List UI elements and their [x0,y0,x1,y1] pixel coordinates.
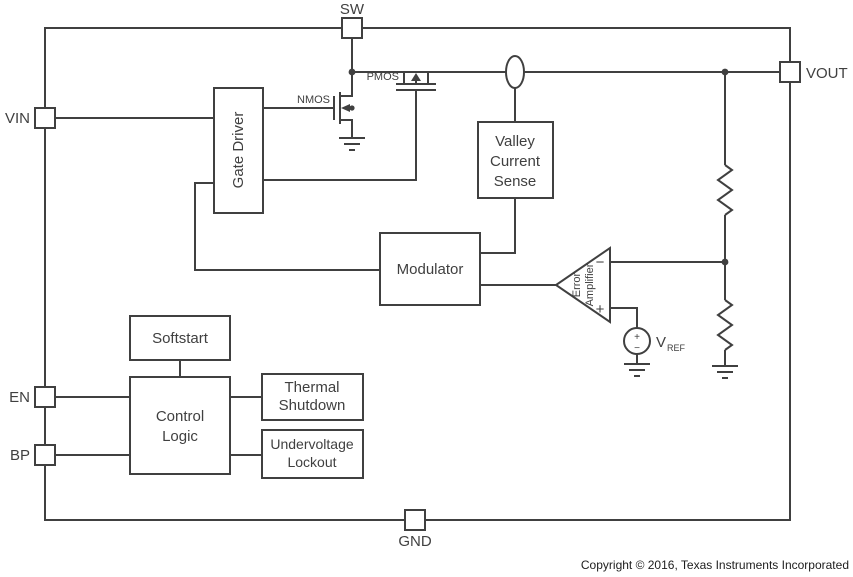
vref-label: V [656,334,666,351]
error-amplifier-triangle [554,246,611,324]
pin-gnd-label: GND [398,533,432,550]
wire-valley-sense-to-modulator [480,198,516,254]
thermal-shutdown-label-line2: Shutdown [279,397,346,414]
junction-dots [348,68,729,266]
vref-minus-sign: − [634,343,640,354]
valley-current-sense-label-line2: Current [490,153,541,170]
modulator-label: Modulator [397,261,464,278]
resistor-r1 [716,164,734,216]
pmos-label: PMOS [367,71,399,83]
pmos-arrow-icon [411,73,421,81]
junction-sw-node [348,68,356,76]
valley-current-sense-label-line3: Sense [494,173,537,190]
nmos-arrow-icon [341,104,350,112]
pin-bp-label: BP [10,447,30,464]
nmos-symbol [333,72,355,138]
pin-en [34,386,56,408]
control-logic-label-line2: Logic [162,428,198,445]
wires [55,38,780,456]
error-amplifier-label-line1: Error [571,272,583,297]
block-undervoltage-lockout [261,429,364,479]
block-valley-current-sense [477,121,554,199]
pin-sw-label: SW [340,1,365,18]
undervoltage-lockout-label-line1: Undervoltage [270,436,353,452]
pin-sw [341,17,363,39]
ground-vref [624,363,650,377]
ground-symbols [339,137,738,379]
wire-modulator-to-gate-driver [194,182,380,271]
pin-vin [34,107,56,129]
gate-driver-label: Gate Driver [230,112,247,189]
block-thermal-shutdown [261,373,364,421]
vref-label-subscript: REF [667,343,686,353]
current-sense-element [505,55,525,89]
error-amplifier: Error Amplifier − + [554,246,611,324]
block-softstart [129,315,231,361]
error-amplifier-plus-sign: + [596,301,605,318]
ground-divider [712,365,738,379]
nmos-source-lead [340,119,353,138]
pin-bp [34,444,56,466]
nmos-drain-lead [340,72,353,97]
control-logic-label-line1: Control [156,408,204,425]
vref-source: + − V REF [623,327,686,355]
junction-vout-feedback [721,68,729,76]
thermal-shutdown-label-line1: Thermal [284,379,339,396]
wire-pmos-gate [263,90,417,181]
copyright-text: Copyright © 2016, Texas Instruments Inco… [581,558,849,572]
error-amplifier-minus-sign: − [596,254,605,271]
wire-error-amp-plus-input [610,307,638,328]
pin-vout-label: VOUT [806,65,848,82]
block-control-logic [129,376,231,475]
junction-feedback-tap [721,258,729,266]
nmos-label: NMOS [297,94,330,106]
pin-gnd [404,509,426,531]
undervoltage-lockout-label-line2: Lockout [287,454,336,470]
error-amplifier-label-line2: Amplifier [584,263,596,306]
block-modulator [379,232,481,306]
blocks [129,87,554,479]
pmos-symbol [396,72,436,91]
pin-en-label: EN [9,389,30,406]
nmos-body-junction-dot [349,105,355,111]
block-gate-driver [213,87,264,214]
pin-vin-label: VIN [5,110,30,127]
softstart-label: Softstart [152,330,209,347]
pin-vout [779,61,801,83]
resistor-r2 [716,299,734,351]
valley-current-sense-label-line1: Valley [495,133,535,150]
vref-circle [623,327,651,355]
pins [34,17,801,531]
feedback-divider [716,164,734,351]
vref-plus-sign: + [634,332,640,343]
